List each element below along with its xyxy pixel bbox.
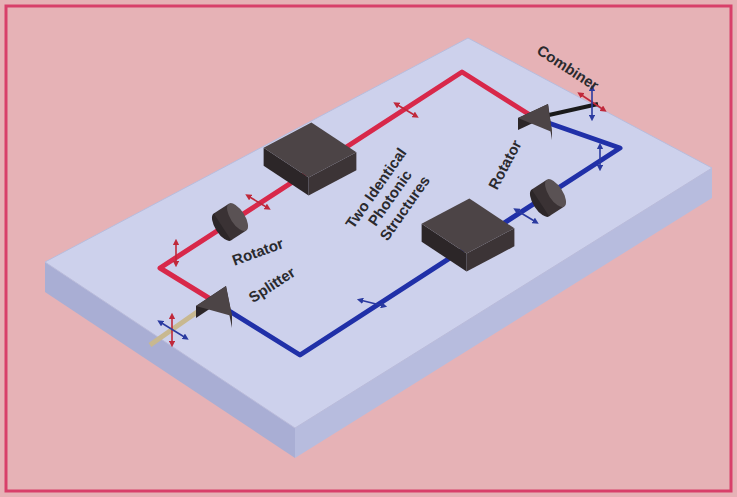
photonic-structure: [264, 123, 357, 196]
splitter-prism: [196, 286, 232, 328]
photonic-structure: [422, 199, 515, 272]
slab-top: [45, 38, 712, 428]
blue-waveguide: [218, 120, 620, 355]
frame: [6, 6, 731, 491]
rotator: [208, 200, 252, 244]
polarization-arrows: [160, 88, 604, 344]
combiner-prism: [518, 104, 552, 140]
rotator: [526, 176, 570, 220]
red-waveguide: [160, 72, 530, 300]
